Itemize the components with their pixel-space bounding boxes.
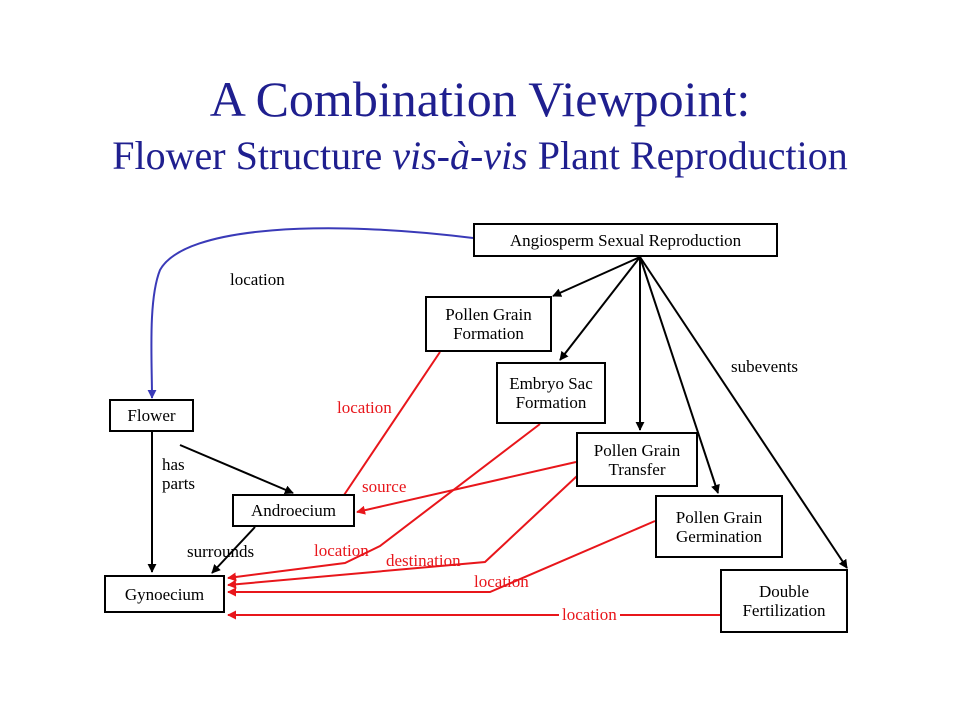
node-pollen-grain-transfer: Pollen Grain Transfer [576, 432, 698, 487]
edges-location [227, 351, 720, 620]
edge-subevent-embryo-sac [559, 256, 641, 361]
edge-source [356, 461, 577, 515]
edge-surrounds [211, 526, 256, 574]
edge-embryo-location [227, 423, 541, 582]
node-double-fertilization: Double Fertilization [720, 569, 848, 633]
edge-has-parts [179, 444, 294, 494]
label-destination: destination [386, 551, 461, 570]
node-embryo-sac-formation: Embryo Sac Formation [496, 362, 606, 424]
edge-subevent-pollen-germination [639, 256, 720, 494]
page-title: A Combination Viewpoint: [209, 71, 751, 127]
node-flower: Flower [109, 399, 194, 432]
label-surrounds: surrounds [187, 542, 255, 561]
node-angiosperm-sexual-reproduction: Angiosperm Sexual Reproduction [473, 223, 778, 257]
label-has-parts: has parts [162, 455, 196, 493]
edge-flower-location [147, 227, 474, 399]
label-flower-location: location [230, 270, 285, 289]
node-gynoecium: Gynoecium [104, 575, 225, 613]
edge-destination [227, 461, 593, 589]
edge-pollen-formation-location [335, 351, 441, 508]
edge-subevent-double-fertilization [639, 256, 848, 569]
label-germination-location: location [474, 572, 529, 591]
label-source: source [362, 477, 407, 496]
node-pollen-grain-formation: Pollen Grain Formation [425, 296, 552, 352]
edge-germination-location [227, 520, 656, 597]
label-fertilization-location: location [559, 605, 620, 624]
page-subtitle: Flower Structure vis-à-vis Plant Reprodu… [112, 133, 848, 178]
label-subevents: subevents [731, 357, 799, 376]
edge-subevent-pollen-formation [552, 256, 641, 297]
label-pollen-formation-location: location [337, 398, 392, 417]
node-pollen-grain-germination: Pollen Grain Germination [655, 495, 783, 558]
node-androecium: Androecium [232, 494, 355, 527]
label-embryo-location: location [314, 541, 369, 560]
edges-subevents [147, 256, 848, 574]
